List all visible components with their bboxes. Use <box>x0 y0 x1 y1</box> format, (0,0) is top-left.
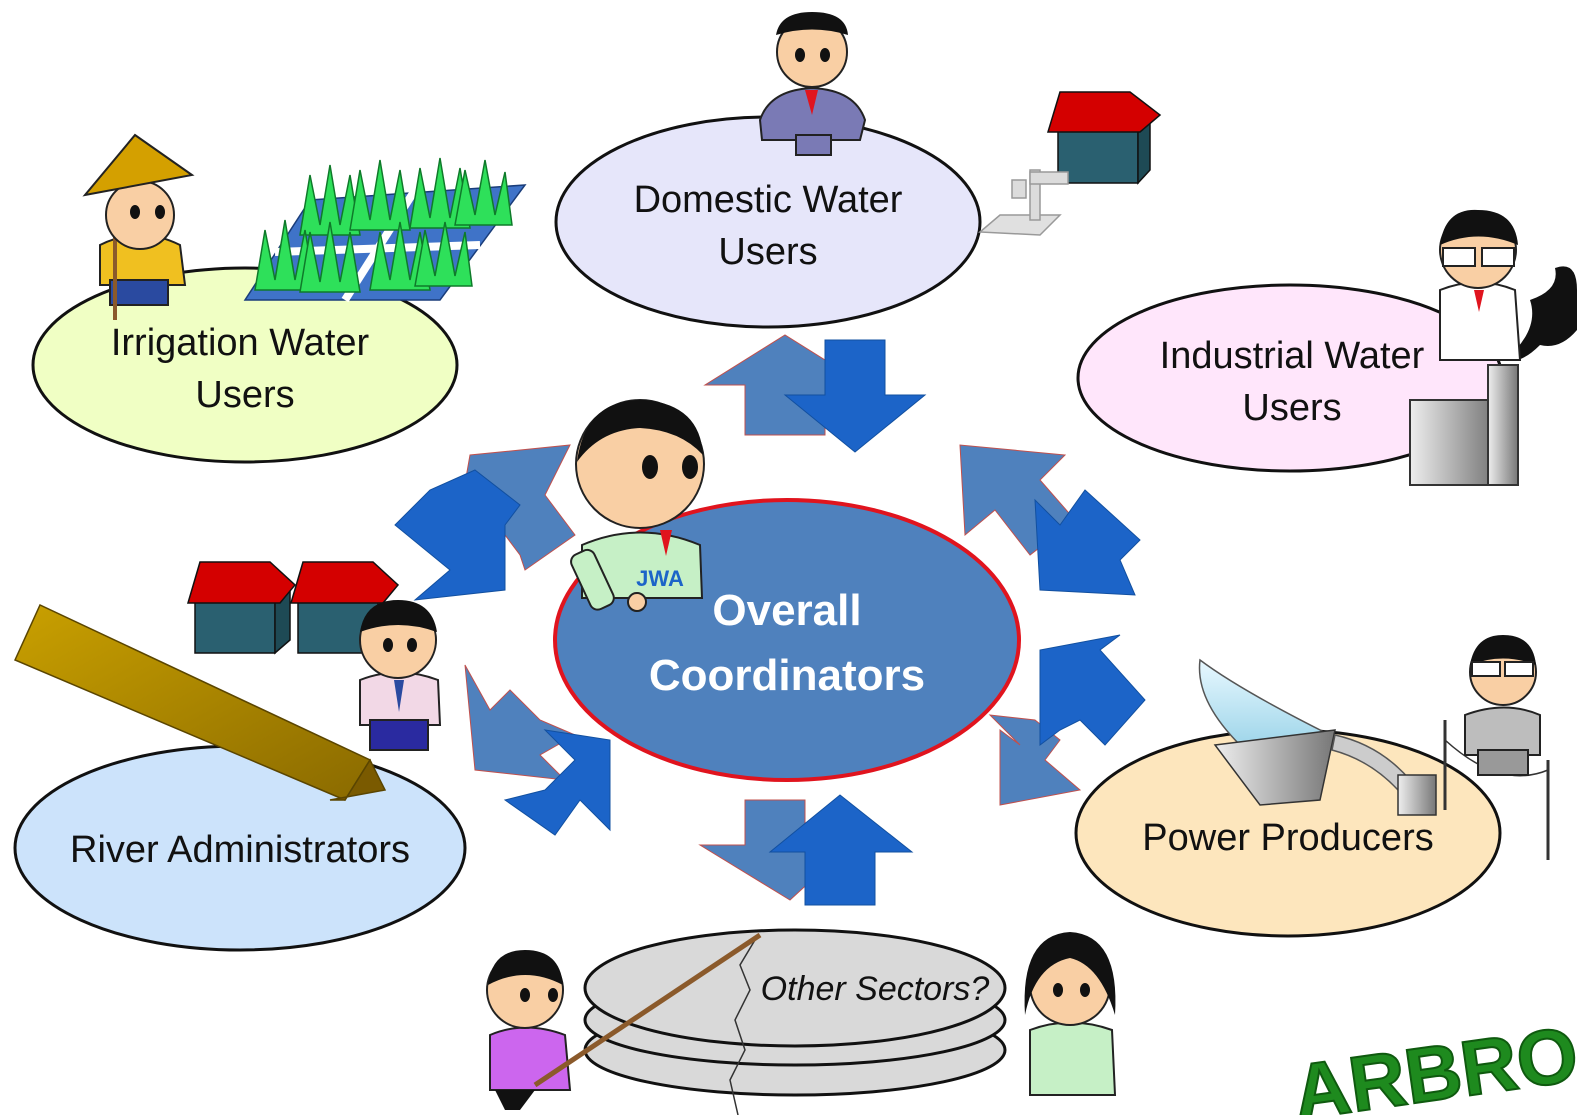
faucet-icon <box>978 169 1069 236</box>
administrator-figure <box>359 600 442 751</box>
other-sectors-node: Other Sectors? <box>583 928 1007 1115</box>
domestic-node: Domestic Water Users <box>554 115 982 329</box>
arrows <box>394 334 1146 906</box>
presenter-figure <box>486 932 762 1110</box>
woman-figure <box>1024 932 1117 1096</box>
irrigation-node: Irrigation Water Users <box>31 266 459 464</box>
arrow-to-power <box>988 714 1082 806</box>
arrow-down-from-domestic <box>783 339 927 453</box>
jwa-badge: JWA <box>636 566 684 591</box>
domestic-person-figure <box>758 12 867 156</box>
power-label: Power Producers <box>1142 817 1433 859</box>
jwa-person-figure: JWA <box>570 399 705 612</box>
power-worker-figure <box>1464 635 1541 776</box>
domestic-label-line2: Users <box>718 231 817 273</box>
factory-icon <box>1409 266 1577 486</box>
house-icon <box>1046 91 1162 185</box>
arbro-logo-text: ARBRO <box>1288 1009 1577 1115</box>
arrow-from-power <box>1039 634 1146 746</box>
levee-icon <box>13 603 387 801</box>
center-title-line1: Overall <box>712 586 861 635</box>
arrow-from-other <box>768 794 914 906</box>
arrow-to-river <box>464 664 577 781</box>
irrigation-label-line2: Users <box>195 374 294 416</box>
arrow-from-river <box>503 729 611 836</box>
arrow-from-industrial <box>1034 489 1141 596</box>
dam-icon <box>1198 658 1550 860</box>
industrial-label-line2: Users <box>1242 387 1341 429</box>
rice-paddy-icon <box>243 157 527 303</box>
river-node: River Administrators <box>13 744 467 952</box>
engineer-figure <box>1439 209 1522 361</box>
other-sectors-label: Other Sectors? <box>761 970 990 1008</box>
domestic-label-line1: Domestic Water <box>634 179 903 221</box>
arrow-from-irrigation <box>394 469 521 601</box>
irrigation-label-line1: Irrigation Water <box>111 322 370 364</box>
industrial-node: Industrial Water Users <box>1076 283 1504 473</box>
industrial-label-line1: Industrial Water <box>1160 335 1425 377</box>
river-label: River Administrators <box>70 829 410 871</box>
houses-icon <box>186 561 400 655</box>
arbro-logo: ARBRO <box>1287 1008 1577 1115</box>
farmer-figure <box>82 133 195 320</box>
center-title-line2: Coordinators <box>649 651 925 700</box>
